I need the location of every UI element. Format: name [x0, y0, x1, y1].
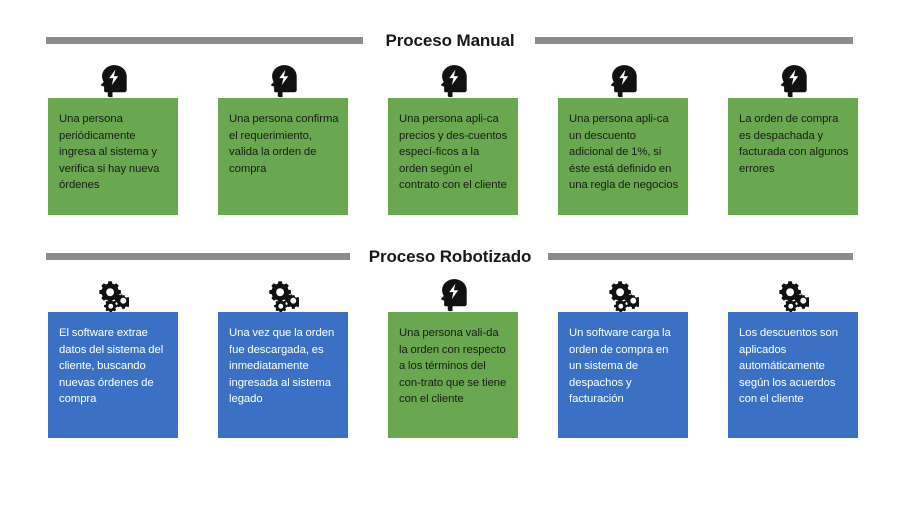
head-lightning-icon [48, 52, 178, 98]
step-box-manual-3: Una persona apli-ca precios y des-cuento… [388, 98, 518, 215]
step-text: Una persona vali-da la orden con respect… [399, 327, 507, 406]
head-lightning-icon [388, 52, 518, 98]
header-rule-right [535, 37, 853, 44]
step-text: El software extrae datos del sistema del… [59, 327, 164, 406]
step-text: Una persona apli-ca un descuento adicion… [569, 113, 679, 192]
step-box-manual-5: La orden de compra es despachada y factu… [728, 98, 858, 215]
step-box-robot-2: Una vez que la orden fue descargada, es … [218, 312, 348, 438]
gears-icon [728, 266, 858, 312]
header-rule-left [46, 253, 350, 260]
head-lightning-icon [388, 266, 518, 312]
step-box-manual-4: Una persona apli-ca un descuento adicion… [558, 98, 688, 215]
row-proceso-manual: Una persona periódicamente ingresa al si… [0, 52, 900, 217]
step-text: Una persona periódicamente ingresa al si… [59, 113, 160, 192]
row-proceso-robotizado: El software extrae datos del sistema del… [0, 266, 900, 441]
step-box-robot-4: Un software carga la orden de compra en … [558, 312, 688, 438]
head-lightning-icon [558, 52, 688, 98]
step-box-manual-1: Una persona periódicamente ingresa al si… [48, 98, 178, 215]
step-box-robot-3: Una persona vali-da la orden con respect… [388, 312, 518, 438]
gears-icon [218, 266, 348, 312]
head-lightning-icon [728, 52, 858, 98]
gears-icon [558, 266, 688, 312]
step-text: Una vez que la orden fue descargada, es … [229, 327, 335, 406]
section-title-proceso-manual: Proceso Manual [385, 31, 515, 50]
step-box-manual-2: Una persona confirma el requerimiento, v… [218, 98, 348, 215]
section-header-proceso-robotizado: Proceso Robotizado [0, 242, 900, 272]
step-text: Una persona apli-ca precios y des-cuento… [399, 113, 508, 192]
step-text: La orden de compra es despachada y factu… [739, 113, 849, 175]
step-text: Un software carga la orden de compra en … [569, 327, 671, 406]
head-lightning-icon [218, 52, 348, 98]
header-rule-right [548, 253, 853, 260]
step-box-robot-5: Los descuentos son aplicados automáticam… [728, 312, 858, 438]
step-text: Una persona confirma el requerimiento, v… [229, 113, 339, 175]
section-title-proceso-robotizado: Proceso Robotizado [368, 247, 532, 266]
step-box-robot-1: El software extrae datos del sistema del… [48, 312, 178, 438]
step-text: Los descuentos son aplicados automáticam… [739, 327, 838, 406]
header-rule-left [46, 37, 363, 44]
gears-icon [48, 266, 178, 312]
section-header-proceso-manual: Proceso Manual [0, 26, 900, 56]
